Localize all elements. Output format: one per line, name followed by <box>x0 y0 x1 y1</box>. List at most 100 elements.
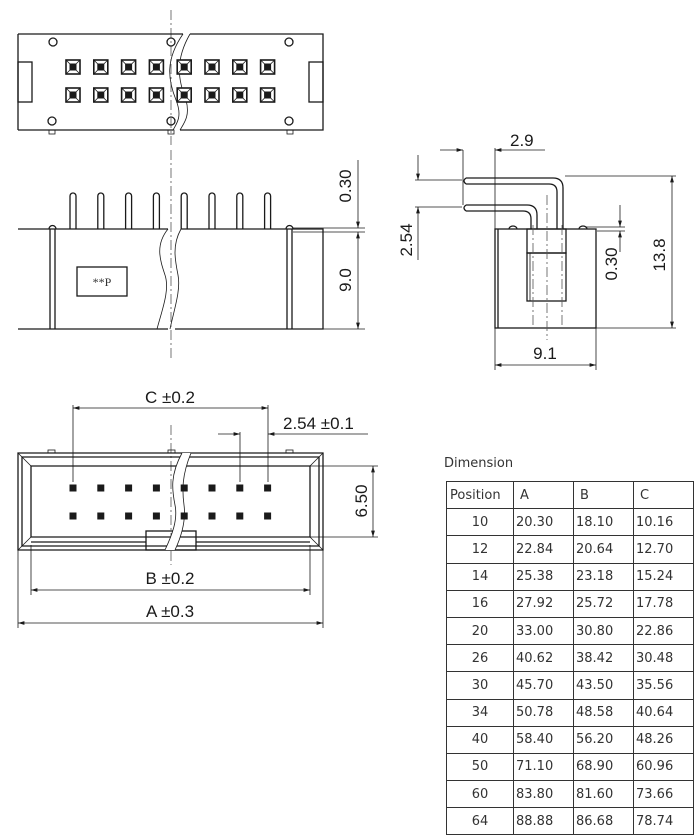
cell-c: 12.70 <box>633 535 694 564</box>
cell-b: 86.68 <box>573 807 634 836</box>
front-pin <box>263 192 272 229</box>
front-pin <box>97 192 105 229</box>
cell-c: 60.96 <box>633 752 694 782</box>
front-pin <box>208 192 216 229</box>
cell-position: 16 <box>446 589 514 618</box>
cell-c: 30.48 <box>633 644 694 673</box>
bottom-pin <box>180 512 188 520</box>
top-pin-socket <box>259 59 276 75</box>
marking-label: **P <box>93 275 112 289</box>
cell-c: 22.86 <box>633 616 694 646</box>
cell-c: 78.74 <box>633 807 694 836</box>
cell-c: 73.66 <box>633 780 694 809</box>
dim-body-height: 9.0 <box>336 268 355 292</box>
dim-pitch: 2.54 ±0.1 <box>283 414 354 433</box>
bottom-pin <box>208 512 216 520</box>
cell-c: 15.24 <box>633 562 694 591</box>
cell-position: 30 <box>446 671 514 700</box>
dim-c: C ±0.2 <box>145 388 195 407</box>
top-pin-socket <box>259 87 276 103</box>
cell-position: 12 <box>446 535 514 564</box>
top-view-pins <box>65 59 276 103</box>
cell-position: 26 <box>446 644 514 673</box>
top-pin-socket <box>176 87 192 103</box>
cell-a: 20.30 <box>513 508 574 537</box>
bottom-pin <box>236 484 244 492</box>
dim-body-depth: 9.1 <box>533 344 557 363</box>
front-pin <box>152 192 161 229</box>
cell-position: 20 <box>446 616 514 646</box>
bottom-pin <box>69 484 77 492</box>
cell-position: 10 <box>446 508 514 537</box>
cell-b: 30.80 <box>573 616 634 646</box>
top-pin-socket <box>232 87 248 103</box>
front-view: **P 0.30 9.0 <box>18 150 365 360</box>
bottom-pin <box>97 512 105 520</box>
bottom-pin <box>97 484 105 492</box>
cell-position: 40 <box>446 725 514 754</box>
bottom-pin <box>264 512 272 520</box>
dim-height: 6.50 <box>352 484 371 517</box>
cell-b: 25.72 <box>573 589 634 618</box>
cell-a: 22.84 <box>513 535 574 564</box>
top-pin-socket <box>176 59 192 75</box>
bottom-pin <box>69 512 77 520</box>
cell-a: 33.00 <box>513 616 574 646</box>
bottom-pin <box>152 512 160 520</box>
bottom-pin <box>180 484 188 492</box>
top-pin-socket <box>204 87 220 103</box>
front-pin <box>236 192 244 229</box>
front-pin <box>180 192 188 229</box>
cell-c: 48.26 <box>633 725 694 754</box>
cell-a: 71.10 <box>513 752 574 782</box>
cell-c: 10.16 <box>633 508 694 537</box>
bottom-pin <box>125 484 133 492</box>
top-pin-socket <box>232 59 248 75</box>
bottom-view-pins <box>69 484 272 520</box>
table-title: Dimension <box>444 456 514 471</box>
cell-position: 50 <box>446 752 514 782</box>
cell-b: 48.58 <box>573 698 634 727</box>
bottom-pin <box>152 484 160 492</box>
bottom-pin <box>264 484 272 492</box>
top-pin-socket <box>204 59 220 75</box>
cell-a: 50.78 <box>513 698 574 727</box>
front-view-pins <box>69 192 272 229</box>
table-header-row: Position A B C <box>446 480 694 510</box>
cell-b: 20.64 <box>573 535 634 564</box>
cell-a: 58.40 <box>513 725 574 754</box>
dim-a: A ±0.3 <box>146 602 194 621</box>
bottom-pin <box>208 484 216 492</box>
top-pin-socket <box>93 87 109 103</box>
dim-b: B ±0.2 <box>145 569 194 588</box>
top-pin-socket <box>93 59 109 75</box>
header-a: A <box>513 480 574 510</box>
bottom-pin <box>125 512 133 520</box>
header-c: C <box>633 480 694 510</box>
cell-b: 23.18 <box>573 562 634 591</box>
front-pin <box>124 192 133 229</box>
cell-c: 17.78 <box>633 589 694 618</box>
top-pin-socket <box>120 59 137 75</box>
top-pin-socket <box>148 87 165 103</box>
cell-b: 56.20 <box>573 725 634 754</box>
cell-a: 83.80 <box>513 780 574 809</box>
cell-a: 40.62 <box>513 644 574 673</box>
cell-b: 43.50 <box>573 671 634 700</box>
top-pin-socket <box>65 87 81 103</box>
dim-total-height: 13.8 <box>650 238 669 271</box>
side-view: 2.9 2.54 0.30 13.8 9.1 <box>397 131 676 370</box>
